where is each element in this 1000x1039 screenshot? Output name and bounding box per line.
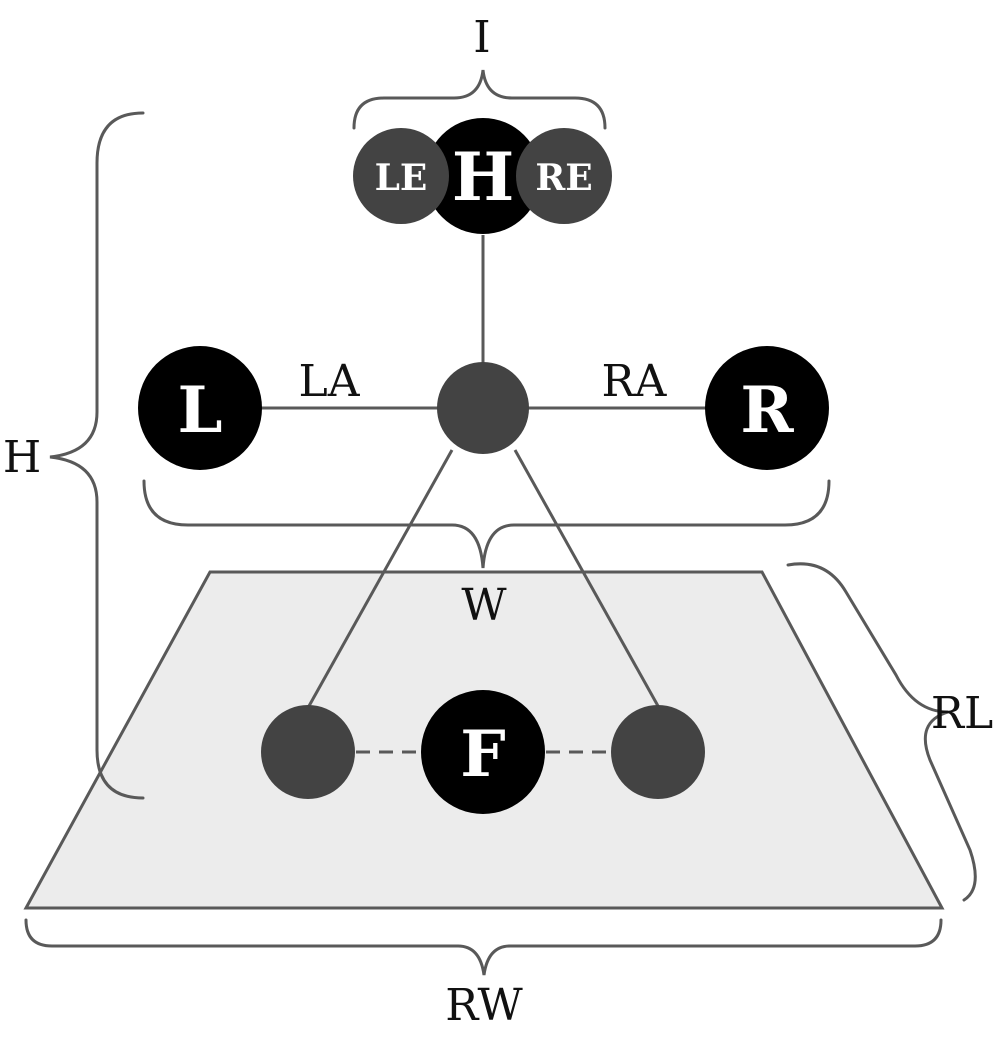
nodes [138,118,829,814]
width-brace [142,479,831,569]
measurement-brackets [24,69,977,976]
skeleton-lines [260,235,707,754]
right-leg-line [513,449,660,707]
room-width-label: RW [445,980,523,1031]
right-eye-node-label: RE [535,157,592,199]
right-eye-node [516,128,612,224]
head-node [425,118,541,234]
torso-center-node [437,362,529,454]
head-node-label: H [452,138,514,216]
right-arm-label: RA [602,356,668,407]
interocular-brace [352,69,607,130]
left-leg-line [307,449,454,707]
left-hand-node [138,346,262,470]
interocular-label: I [473,12,490,63]
right-hand-node [705,346,829,470]
left-eye-node [353,128,449,224]
room-length-label: RL [931,688,993,739]
room-length-brace [786,562,977,902]
room-width-brace [24,918,943,976]
feet-center-node-label: F [460,717,505,792]
feet-center-node [421,690,545,814]
left-foot-node [261,705,355,799]
left-eye-node-label: LE [375,157,428,199]
left-arm-label: LA [299,356,361,407]
right-hand-node-label: R [740,373,794,448]
right-foot-node [611,705,705,799]
height-label: H [3,432,41,483]
left-hand-node-label: L [178,373,223,448]
width-label: W [461,580,507,631]
height-brace [49,111,145,800]
